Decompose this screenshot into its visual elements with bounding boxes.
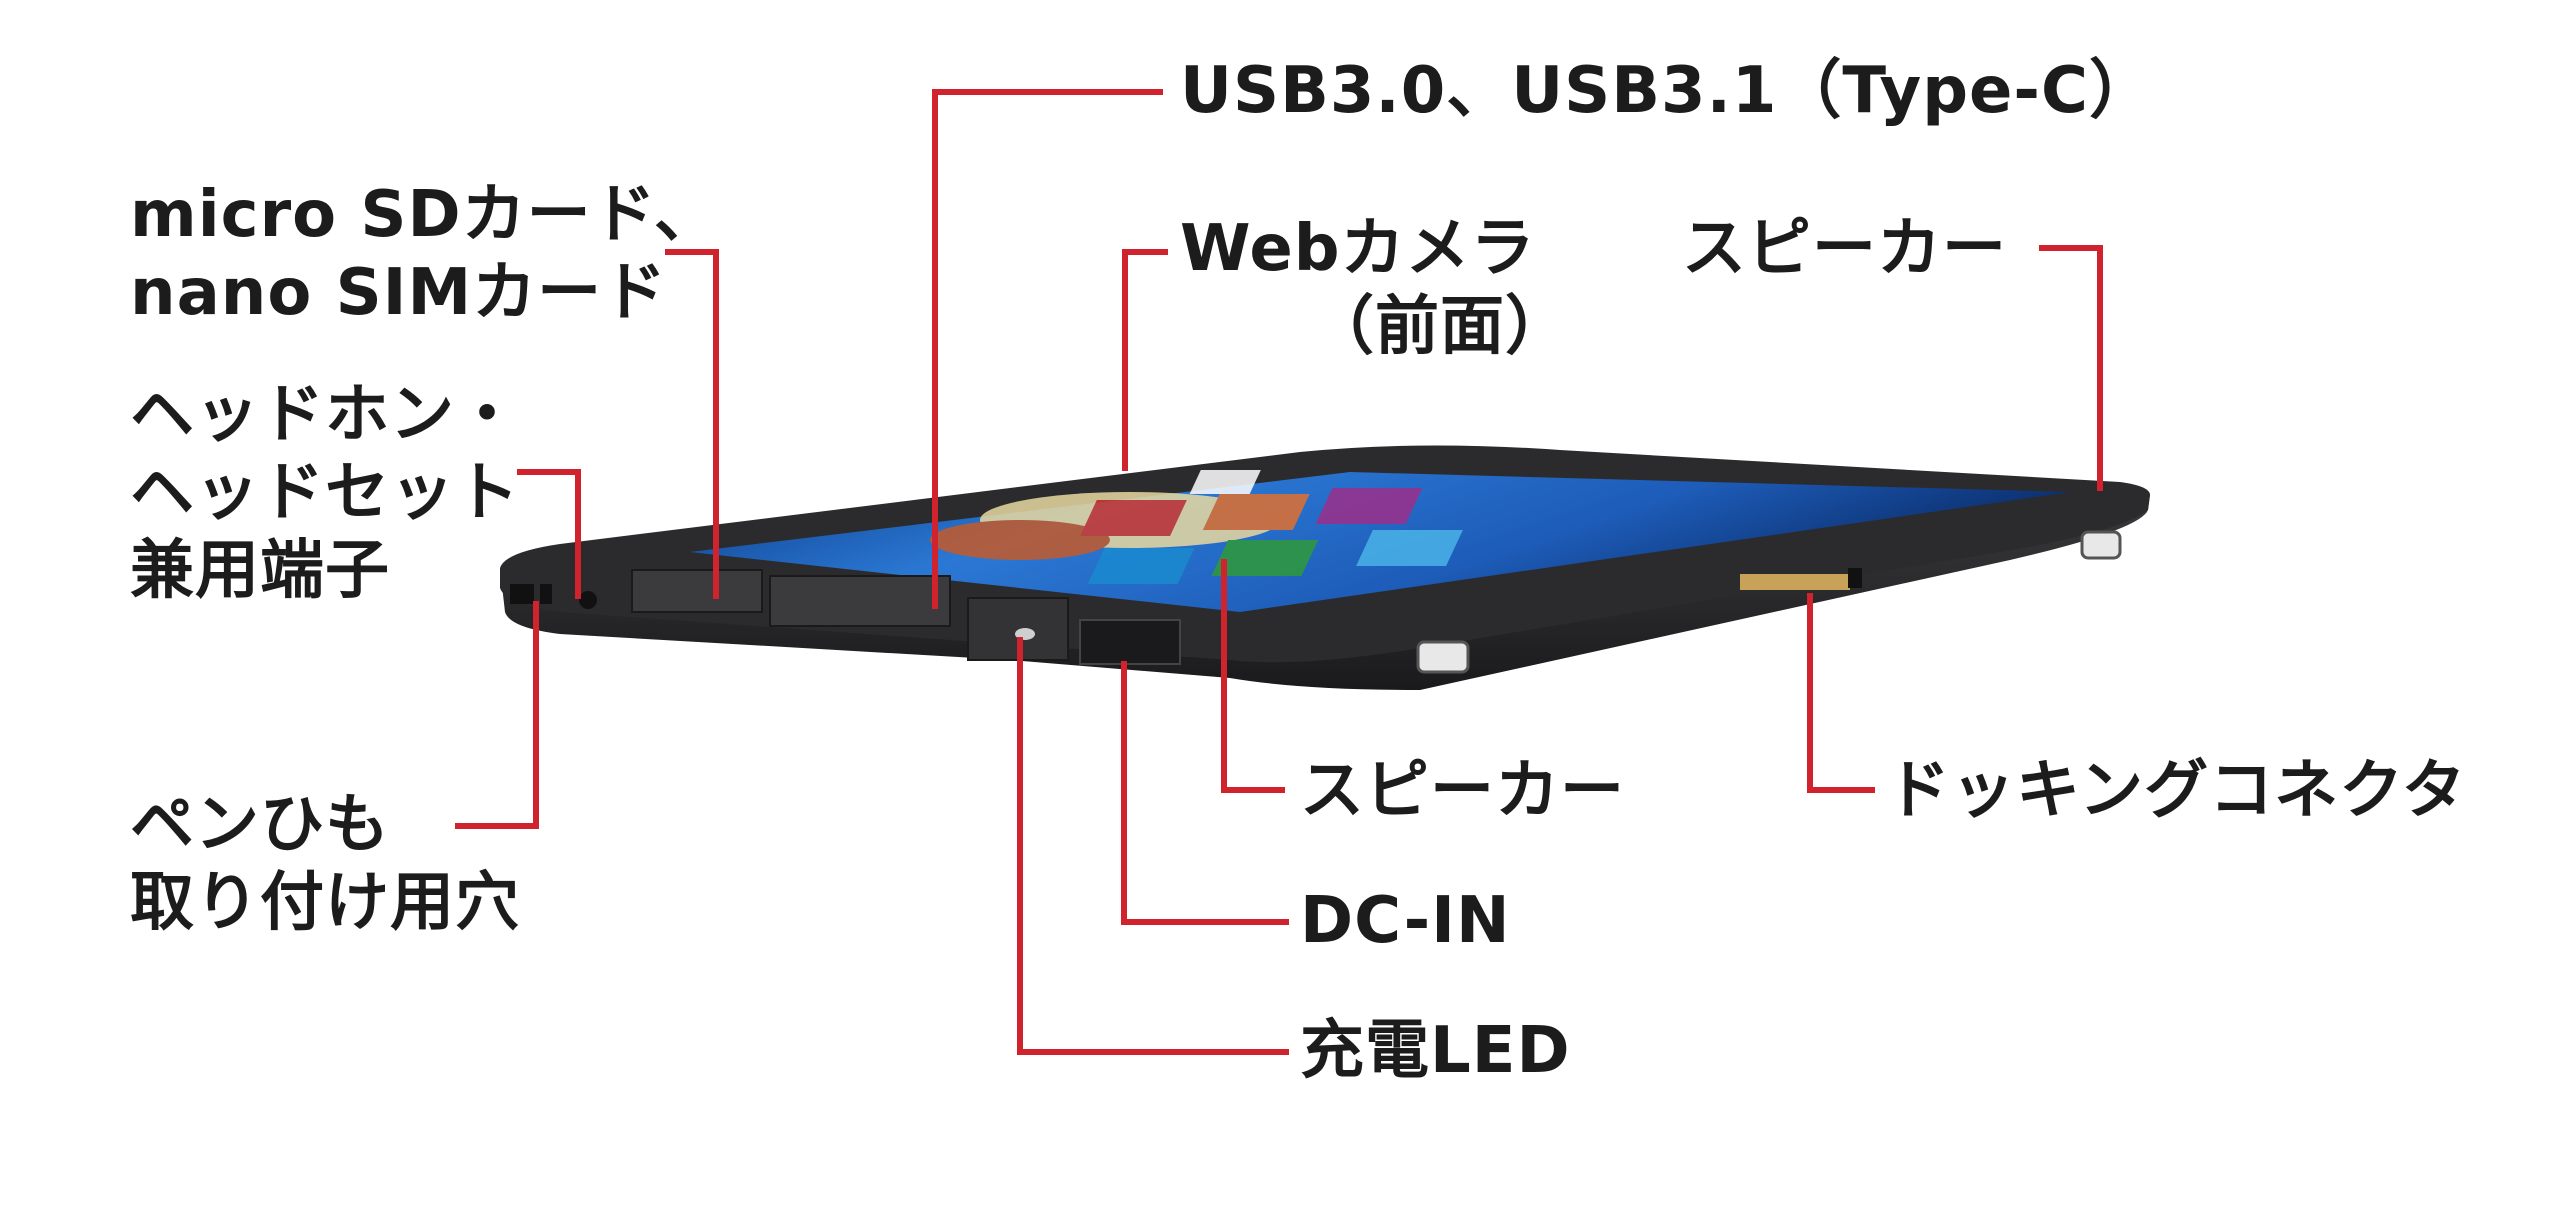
callout-docking: ドッキングコネクタ xyxy=(1886,752,2467,830)
leader-dc-in xyxy=(1121,661,1289,925)
callout-sd-sim: micro SDカード、 nano SIMカード xyxy=(130,176,719,332)
sd-sim-cover xyxy=(631,569,763,613)
leader-charge-led xyxy=(1017,637,1289,1055)
callout-pen-strap-line-2: 取り付け用穴 xyxy=(130,866,520,941)
tablet-body xyxy=(500,445,2150,690)
leader-headphone xyxy=(517,469,581,599)
callout-dc-in: DC-IN xyxy=(1300,882,1511,960)
leader-pen-strap xyxy=(455,601,539,829)
leader-docking xyxy=(1807,593,1875,793)
leader-usb xyxy=(932,89,1163,609)
callout-webcam-line-2: （前面） xyxy=(1310,290,1570,365)
pen-holder-front xyxy=(1416,640,1470,674)
callout-speaker-front-line-1: スピーカー xyxy=(1300,754,1625,828)
callout-charge-led: 充電LED xyxy=(1300,1012,1571,1090)
callout-speaker-front: スピーカー xyxy=(1300,752,1625,830)
callout-dc-in-line-1: DC-IN xyxy=(1300,884,1511,958)
callout-headphone-line-2: ヘッドセット xyxy=(130,456,520,531)
left-edge-ports xyxy=(510,569,951,627)
callout-pen-strap: ペンひも 取り付け用穴 xyxy=(130,786,520,942)
callout-usb: USB3.0、USB3.1（Type-C） xyxy=(1180,52,2154,130)
screen-wallpaper xyxy=(930,470,1463,584)
callout-docking-line-1: ドッキングコネクタ xyxy=(1886,754,2467,828)
headphone-jack xyxy=(579,591,597,609)
pen-strap-hole xyxy=(510,584,534,604)
callout-headphone-line-3: 兼用端子 xyxy=(130,534,390,609)
callout-usb-line-1: USB3.0、USB3.1（Type-C） xyxy=(1180,54,2154,128)
callout-headphone-line-1: ヘッドホン・ xyxy=(130,378,520,452)
callout-webcam: Webカメラ （前面） xyxy=(1180,210,1570,366)
callout-webcam-line-1: Webカメラ xyxy=(1180,212,1536,286)
callout-pen-strap-line-1: ペンひも xyxy=(130,788,390,862)
leader-webcam xyxy=(1122,249,1168,471)
leader-speaker-right xyxy=(2039,245,2103,491)
dc-in-cover xyxy=(1079,619,1181,665)
pen-holder-side xyxy=(2080,530,2122,560)
leader-sd-sim xyxy=(665,249,719,599)
callout-sd-sim-line-2: nano SIMカード xyxy=(130,256,668,331)
callout-headphone: ヘッドホン・ ヘッドセット 兼用端子 xyxy=(130,376,520,610)
leader-lines xyxy=(455,89,2103,1055)
callout-speaker-right-line-1: スピーカー xyxy=(1682,212,2007,286)
usb-cover xyxy=(769,575,951,627)
callout-charge-led-line-1: 充電LED xyxy=(1300,1014,1571,1088)
callout-sd-sim-line-1: micro SDカード、 xyxy=(130,178,720,252)
callout-speaker-right: スピーカー xyxy=(1682,210,2007,288)
leader-speaker-front xyxy=(1221,559,1285,793)
docking-connector xyxy=(1740,574,1850,590)
